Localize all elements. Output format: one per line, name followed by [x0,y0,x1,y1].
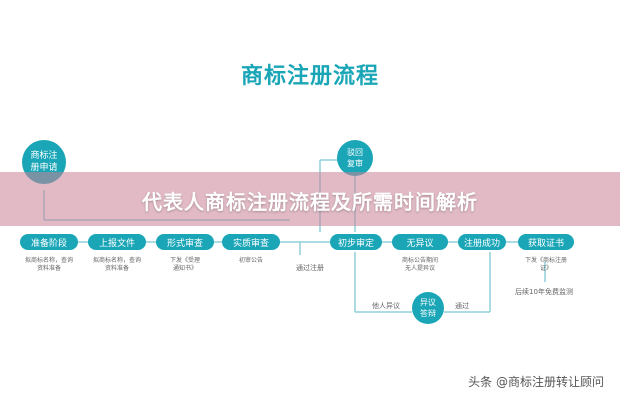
stage-label-4: 实质审查 [233,237,269,249]
node-objection: 异议 答辩 [412,292,444,324]
watermark: 头条 @商标注册转让顾问 [468,375,604,389]
annotation-pass: 通过 [455,301,469,310]
annotation-cert-a: 下发《商标注册 [525,256,567,264]
stage-desc-4a: 初审公告 [239,256,263,264]
stage-label-2: 上报文件 [99,237,135,249]
stage-label-1: 准备阶段 [31,237,67,249]
stage-desc-2b: 资料准备 [105,264,129,272]
annotation-monitor: 后续10年免费监测 [515,287,573,296]
banner [0,172,620,226]
svg-text:驳回: 驳回 [347,148,363,157]
svg-text:商标注: 商标注 [30,149,57,161]
stage-desc-1a: 拟商标名称，查询 [25,256,73,264]
node-prelim: 初步审定 [338,237,374,249]
stage-desc-3b: 通知书》 [173,264,197,272]
node-no-objection: 无异议 [406,238,433,249]
stage-label-3: 形式审查 [167,237,203,249]
svg-text:复审: 复审 [347,158,363,168]
stage-pills [20,234,574,250]
annotation-other-objection: 他人异议 [372,301,400,310]
svg-text:异议: 异议 [420,298,436,307]
node-certificate: 获取证书 [528,238,564,249]
annotation-noobj-a: 商标公告期间 [402,256,438,264]
node-reg-success: 注册成功 [464,237,500,249]
svg-text:答辩: 答辩 [420,308,436,318]
stage-desc-2a: 拟商标名称，查询 [93,256,141,264]
stage-desc-3a: 下发《受理 [170,256,200,264]
stage-desc-1b: 资料准备 [37,264,61,272]
annotation-cert-b: 证》 [540,265,552,272]
banner-title: 代表人商标注册流程及所需时间解析 [142,190,478,214]
annotation-noobj-b: 无人提异议 [405,264,435,272]
diagram-title: 商标注册流程 [240,64,379,89]
node-reject: 驳回 复审 [337,140,373,176]
annotation-pass-reg: 通过注册 [296,263,324,272]
svg-text:册申请: 册申请 [30,161,57,173]
